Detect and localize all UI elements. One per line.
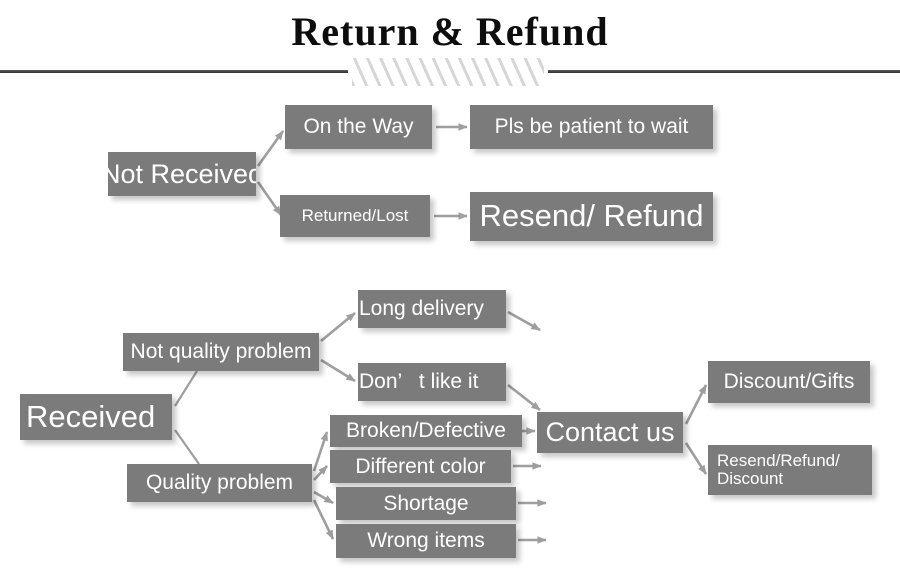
node-dont-like-it[interactable]: Don’ t like it — [358, 363, 506, 401]
node-quality-problem[interactable]: Quality problem — [127, 464, 312, 502]
connector-received-to-quality — [174, 429, 200, 465]
node-received[interactable]: Received — [20, 394, 172, 440]
connector-contact-us-to-discount-gifts — [684, 384, 708, 425]
node-not-quality-problem[interactable]: Not quality problem — [123, 333, 319, 371]
node-shortage[interactable]: Shortage — [336, 487, 516, 520]
page-title: Return & Refund — [291, 9, 609, 54]
connector-contact-us-to-resend-refund-discount — [684, 442, 708, 475]
node-contact-us[interactable]: Contact us — [537, 412, 683, 453]
divider-line-left — [0, 70, 348, 73]
divider-line-right — [548, 70, 900, 73]
connector-quality-to-different-color — [313, 465, 328, 481]
node-pls-be-patient-to-wait[interactable]: Pls be patient to wait — [470, 105, 713, 149]
node-resend-refund-discount[interactable]: Resend/Refund/ Discount — [708, 445, 872, 495]
node-different-color[interactable]: Different color — [330, 450, 511, 483]
node-resend-refund[interactable]: Resend/ Refund — [470, 192, 713, 241]
connector-not-quality-to-long-delivery — [320, 311, 356, 343]
connector-received-to-not-quality — [174, 370, 198, 407]
node-on-the-way[interactable]: On the Way — [285, 105, 432, 149]
connector-quality-to-shortage — [313, 490, 334, 505]
node-not-received[interactable]: Not Received — [108, 152, 256, 196]
connector-not-received-to-on-the-way — [256, 130, 285, 167]
connector-not-quality-to-dont-like-it — [320, 358, 356, 383]
node-long-delivery[interactable]: Long delivery — [358, 290, 506, 328]
connector-not-received-to-returned-lost — [256, 181, 283, 216]
connector-long-delivery-dangling — [507, 310, 541, 332]
header: Return & Refund — [0, 0, 900, 92]
node-returned-lost[interactable]: Returned/Lost — [280, 195, 430, 237]
connector-dont-like-it-to-contact-us — [507, 383, 541, 412]
node-discount-gifts[interactable]: Discount/Gifts — [708, 361, 870, 403]
connector-quality-to-wrong-items — [312, 499, 335, 540]
node-wrong-items[interactable]: Wrong items — [336, 524, 516, 558]
connector-quality-to-broken-defective — [312, 431, 329, 472]
node-broken-defective[interactable]: Broken/Defective — [330, 415, 522, 447]
hatched-divider-icon — [352, 58, 544, 86]
